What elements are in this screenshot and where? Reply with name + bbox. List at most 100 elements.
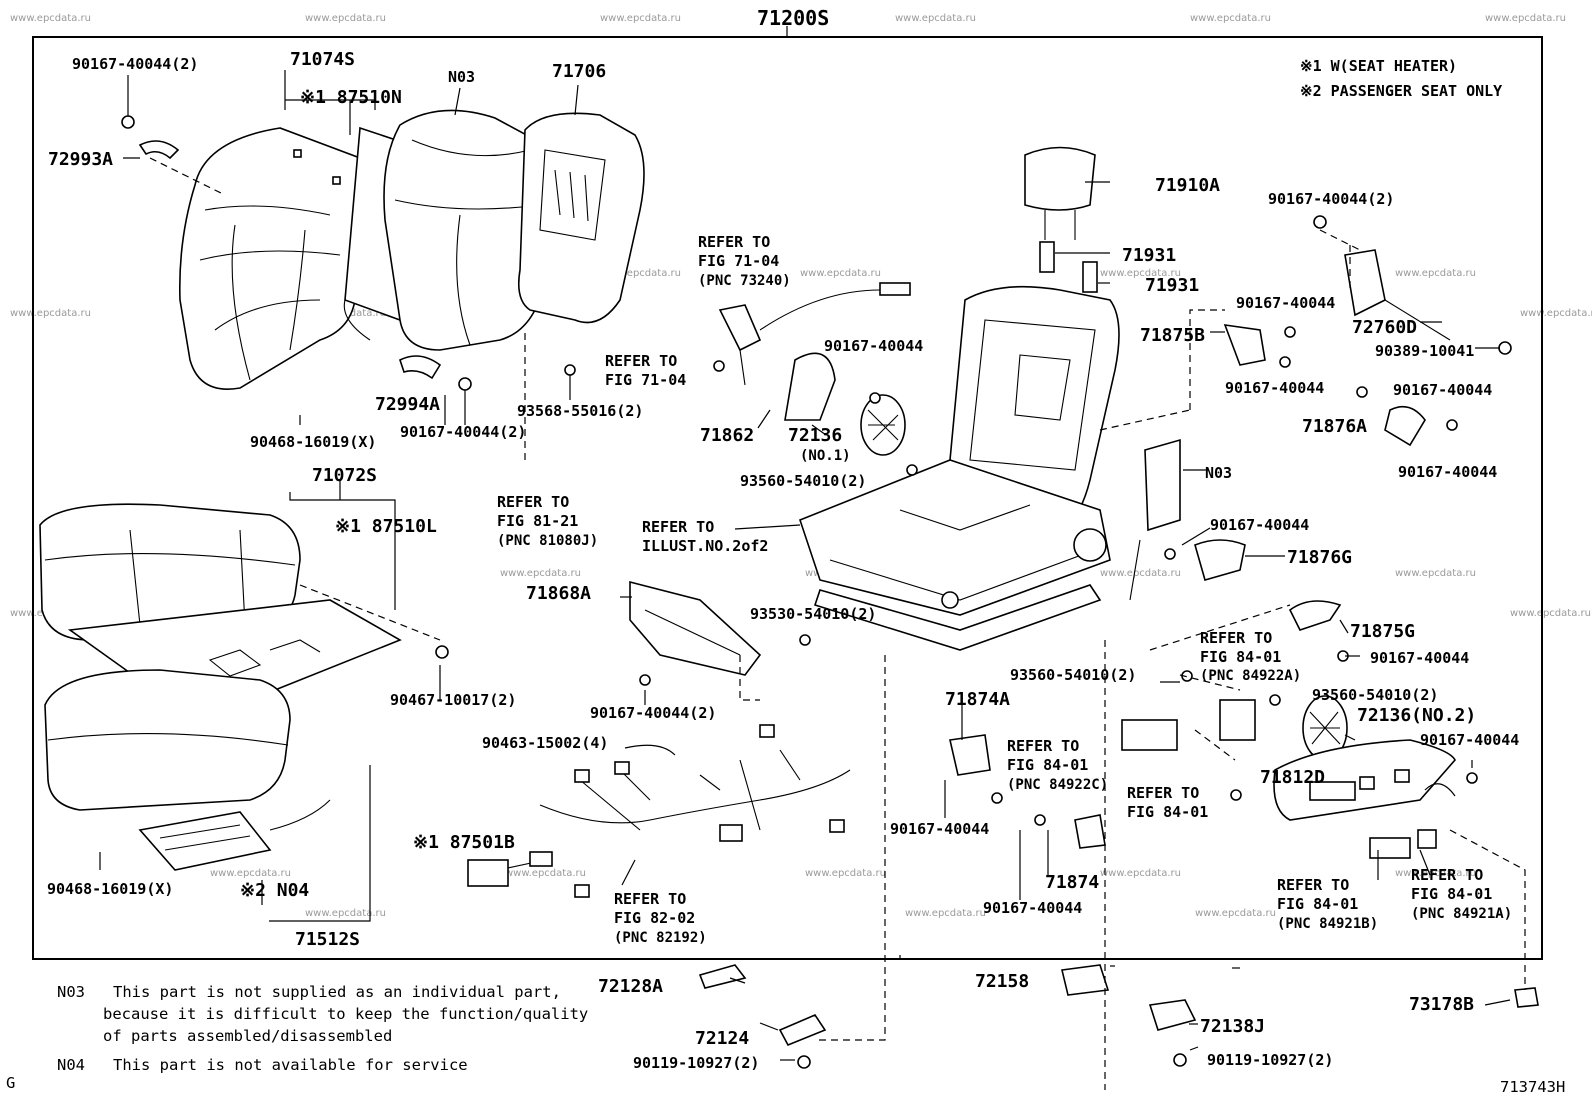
part-label-71874[interactable]: 71874 bbox=[1045, 872, 1099, 893]
part-label-93560-54010[interactable]: 93560-54010(2) bbox=[1312, 686, 1438, 704]
refer-fig-84-01-b-line3[interactable]: (PNC 84921B) bbox=[1277, 916, 1378, 932]
part-label-90167-40044[interactable]: 90167-40044 bbox=[1393, 381, 1492, 399]
part-label-90468-16019[interactable]: 90468-16019(X) bbox=[250, 433, 376, 451]
part-label-71931[interactable]: 71931 bbox=[1145, 275, 1199, 296]
part-label-N03[interactable]: N03 bbox=[1205, 464, 1232, 482]
refer-fig-82-02-line2[interactable]: FIG 82-02 bbox=[614, 909, 695, 927]
part-label-71875G[interactable]: 71875G bbox=[1350, 621, 1415, 642]
part-label-71862[interactable]: 71862 bbox=[700, 425, 754, 446]
part-label-90167-40044-2[interactable]: 90167-40044(2) bbox=[590, 704, 716, 722]
part-labels: 90167-40044(2) 71074S ※1 87510N N03 7170… bbox=[47, 49, 1519, 1072]
watermark: www.epcdata.ru bbox=[505, 868, 586, 879]
part-label-71812D[interactable]: 71812D bbox=[1260, 767, 1325, 788]
part-label-90167-40044[interactable]: 90167-40044 bbox=[1236, 294, 1335, 312]
seat-cushion-shield-outer-drawing bbox=[1273, 739, 1456, 821]
refer-illust-line2[interactable]: ILLUST.NO.2of2 bbox=[642, 537, 768, 555]
part-label-71868A[interactable]: 71868A bbox=[526, 583, 591, 604]
part-label-72760D[interactable]: 72760D bbox=[1352, 317, 1417, 338]
part-label-72138J[interactable]: 72138J bbox=[1200, 1016, 1265, 1037]
refer-fig-84-01-b-line1[interactable]: REFER TO bbox=[1277, 876, 1349, 894]
refer-fig-84-01-e-line3[interactable]: (PNC 84921A) bbox=[1411, 906, 1512, 922]
refer-fig-82-02-line3[interactable]: (PNC 82192) bbox=[614, 930, 707, 946]
part-label-87510N[interactable]: ※1 87510N bbox=[300, 87, 402, 108]
refer-fig-84-01-e-line1[interactable]: REFER TO bbox=[1411, 866, 1483, 884]
part-label-N04[interactable]: ※2 N04 bbox=[240, 880, 309, 901]
part-label-90167-40044[interactable]: 90167-40044 bbox=[1420, 731, 1519, 749]
seat-frame-drawing bbox=[799, 285, 1120, 651]
part-label-90467-10017[interactable]: 90467-10017(2) bbox=[390, 691, 516, 709]
part-label-90167-40044[interactable]: 90167-40044 bbox=[1398, 463, 1497, 481]
part-label-71074S[interactable]: 71074S bbox=[290, 49, 355, 70]
part-label-90463-15002[interactable]: 90463-15002(4) bbox=[482, 734, 608, 752]
watermark: www.epcdata.ru bbox=[800, 268, 881, 279]
refer-fig-71-04-line2[interactable]: FIG 71-04 bbox=[698, 252, 779, 270]
part-label-87510L[interactable]: ※1 87510L bbox=[335, 516, 437, 537]
refer-fig-71-04-b-line2[interactable]: FIG 71-04 bbox=[605, 371, 686, 389]
part-label-71876G[interactable]: 71876G bbox=[1287, 547, 1352, 568]
part-label-72128A[interactable]: 72128A bbox=[598, 976, 663, 997]
seat-track-cover-72128A-drawing bbox=[698, 964, 747, 989]
part-label-90167-40044[interactable]: 90167-40044 bbox=[1370, 649, 1469, 667]
refer-illust-line1[interactable]: REFER TO bbox=[642, 518, 714, 536]
assembly-title[interactable]: 71200S bbox=[757, 6, 829, 30]
watermark: www.epcdata.ru bbox=[905, 908, 986, 919]
refer-fig-84-01-a-line1[interactable]: REFER TO bbox=[1200, 629, 1272, 647]
part-label-90119-10927[interactable]: 90119-10927(2) bbox=[1207, 1051, 1333, 1069]
part-label-93568-55016[interactable]: 93568-55016(2) bbox=[517, 402, 643, 420]
part-label-90167-40044[interactable]: 90167-40044 bbox=[824, 337, 923, 355]
refer-fig-81-21-line1[interactable]: REFER TO bbox=[497, 493, 569, 511]
part-label-72993A[interactable]: 72993A bbox=[48, 149, 113, 170]
part-label-71876A[interactable]: 71876A bbox=[1302, 416, 1367, 437]
seatback-pad-drawing bbox=[383, 109, 558, 351]
part-label-71874A[interactable]: 71874A bbox=[945, 689, 1010, 710]
part-label-71512S[interactable]: 71512S bbox=[295, 929, 360, 950]
part-label-90167-40044-2[interactable]: 90167-40044(2) bbox=[72, 55, 198, 73]
refer-fig-84-01-a-line2[interactable]: FIG 84-01 bbox=[1200, 648, 1281, 666]
refer-fig-82-02-line1[interactable]: REFER TO bbox=[614, 890, 686, 908]
part-label-90119-10927[interactable]: 90119-10927(2) bbox=[633, 1054, 759, 1072]
note-n03-code: N03 bbox=[57, 983, 85, 1001]
part-label-90167-40044[interactable]: 90167-40044 bbox=[983, 899, 1082, 917]
refer-fig-84-01-b-line2[interactable]: FIG 84-01 bbox=[1277, 895, 1358, 913]
part-label-90167-40044[interactable]: 90167-40044 bbox=[1225, 379, 1324, 397]
part-label-90468-16019[interactable]: 90468-16019(X) bbox=[47, 880, 173, 898]
part-label-71875B[interactable]: 71875B bbox=[1140, 325, 1205, 346]
part-label-N03[interactable]: N03 bbox=[448, 68, 475, 86]
refer-fig-84-01-d-line2[interactable]: FIG 84-01 bbox=[1127, 803, 1208, 821]
refer-fig-84-01-e-line2[interactable]: FIG 84-01 bbox=[1411, 885, 1492, 903]
refer-fig-81-21-line2[interactable]: FIG 81-21 bbox=[497, 512, 578, 530]
part-label-72994A[interactable]: 72994A bbox=[375, 394, 440, 415]
part-label-73178B[interactable]: 73178B bbox=[1409, 994, 1474, 1015]
seat-track-cover-72158-drawing bbox=[1061, 964, 1110, 996]
refer-fig-84-01-a-line3[interactable]: (PNC 84922A) bbox=[1200, 668, 1301, 684]
watermark: www.epcdata.ru bbox=[1100, 568, 1181, 579]
refer-fig-81-21-line3[interactable]: (PNC 81080J) bbox=[497, 533, 598, 549]
part-label-71910A[interactable]: 71910A bbox=[1155, 175, 1220, 196]
part-label-93560-54010[interactable]: 93560-54010(2) bbox=[740, 472, 866, 490]
refer-fig-71-04-line3[interactable]: (PNC 73240) bbox=[698, 273, 791, 289]
part-label-71931[interactable]: 71931 bbox=[1122, 245, 1176, 266]
part-label-93560-54010[interactable]: 93560-54010(2) bbox=[1010, 666, 1136, 684]
part-label-72136[interactable]: 72136 bbox=[788, 425, 842, 446]
refer-fig-84-01-d-line1[interactable]: REFER TO bbox=[1127, 784, 1199, 802]
part-label-71706[interactable]: 71706 bbox=[552, 61, 606, 82]
part-label-90167-40044-2[interactable]: 90167-40044(2) bbox=[1268, 190, 1394, 208]
refer-fig-71-04-b-line1[interactable]: REFER TO bbox=[605, 352, 677, 370]
part-label-71072S[interactable]: 71072S bbox=[312, 465, 377, 486]
footnotes: N03 This part is not supplied as an indi… bbox=[57, 983, 588, 1074]
part-label-72158[interactable]: 72158 bbox=[975, 971, 1029, 992]
part-label-72124[interactable]: 72124 bbox=[695, 1028, 749, 1049]
refer-fig-71-04-line1[interactable]: REFER TO bbox=[698, 233, 770, 251]
watermark: www.epcdata.ru bbox=[210, 868, 291, 879]
part-label-90167-40044-2[interactable]: 90167-40044(2) bbox=[400, 423, 526, 441]
refer-fig-84-01-c-line3[interactable]: (PNC 84922C) bbox=[1007, 777, 1108, 793]
part-label-90389-10041[interactable]: 90389-10041 bbox=[1375, 342, 1474, 360]
part-label-90167-40044[interactable]: 90167-40044 bbox=[890, 820, 989, 838]
part-label-87501B[interactable]: ※1 87501B bbox=[413, 832, 515, 853]
refer-fig-84-01-c-line1[interactable]: REFER TO bbox=[1007, 737, 1079, 755]
part-label-90167-40044[interactable]: 90167-40044 bbox=[1210, 516, 1309, 534]
part-label-93530-54010[interactable]: 93530-54010(2) bbox=[750, 605, 876, 623]
refer-fig-84-01-c-line2[interactable]: FIG 84-01 bbox=[1007, 756, 1088, 774]
part-label-72136-no2[interactable]: 72136(NO.2) bbox=[1357, 705, 1476, 726]
